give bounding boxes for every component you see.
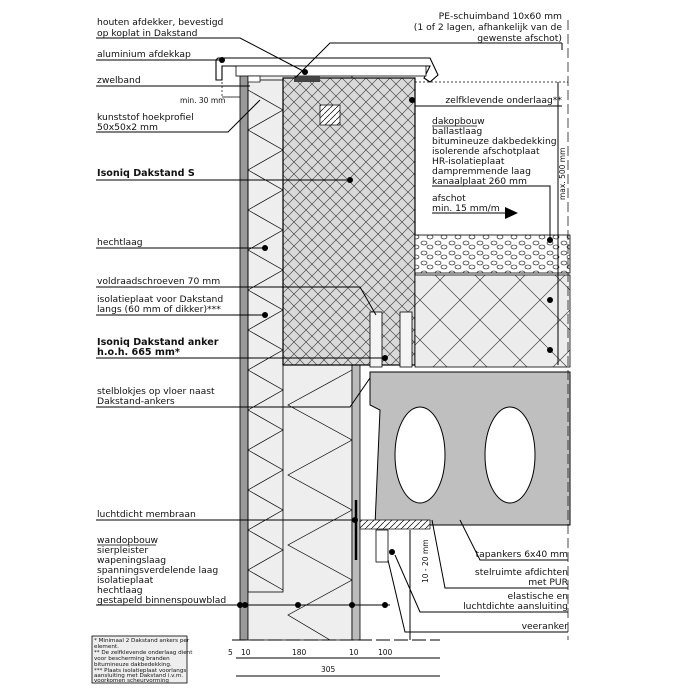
label-gap: 10 - 20 mm <box>421 539 430 583</box>
label-hoekprofiel-1: kunststof hoekprofiel <box>97 112 194 123</box>
label-dakopbouw-4: HR-isolatieplaat <box>432 156 505 167</box>
label-dakopbouw-6: kanaalplaat 260 mm <box>432 176 527 187</box>
dim-5: 5 <box>228 648 233 657</box>
footnote-line: voor bescherming branden <box>94 656 170 662</box>
label-houten-afdekker-2: op koplat in Dakstand <box>97 28 198 39</box>
right-labels: PE-schuimband 10x60 mm (1 of 2 lagen, af… <box>414 11 569 632</box>
footnote-line: element. <box>94 644 119 650</box>
footnote-line: *** Plaats isolatieplaat voorlangs <box>94 668 186 674</box>
label-elastische-1: elastische en <box>508 591 569 602</box>
label-wandopbouw-6: gestapeld binnenspouwblad <box>97 595 226 606</box>
label-pe-3: gewenste afschot) <box>477 33 562 44</box>
label-dakstand-s: Isoniq Dakstand S <box>97 168 195 179</box>
label-dakopbouw-5: dampremmende laag <box>432 166 531 177</box>
dim-305: 305 <box>321 665 336 674</box>
label-voldraad: voldraadschroeven 70 mm <box>97 276 220 287</box>
label-dakopbouw-0: dakopbouw <box>432 116 485 127</box>
label-elastische-2: luchtdichte aansluiting <box>463 601 568 612</box>
label-zelfklevend: zelfklevende onderlaag** <box>445 95 562 106</box>
right-leaders <box>294 42 568 640</box>
label-houten-afdekker-1: houten afdekker, bevestigd <box>97 17 223 28</box>
label-anker-2: h.o.h. 665 mm* <box>97 347 180 358</box>
label-luchtdicht: luchtdicht membraan <box>97 509 196 520</box>
dim-10a: 10 <box>241 648 251 657</box>
fixing-dots <box>219 57 553 608</box>
roof-cap <box>215 57 439 83</box>
dakstand-s-block <box>282 77 416 366</box>
label-aluminium-afdekkap: aluminium afdekkap <box>97 49 191 60</box>
left-labels: houten afdekker, bevestigd op koplat in … <box>97 17 226 606</box>
footnote-line: aansluiting met Dakstand i.v.m. <box>94 673 183 679</box>
label-zwelband: zwelband <box>97 75 141 86</box>
label-stelblokjes-2: Dakstand-ankers <box>97 396 175 407</box>
label-dakopbouw-3: isolerende afschotplaat <box>432 146 540 157</box>
label-dakopbouw-2: bitumineuze dakbedekking <box>432 136 557 147</box>
label-wandopbouw-4: isolatieplaat <box>97 575 154 586</box>
label-wandopbouw-2: wapeningslaag <box>97 555 166 566</box>
label-pe-2: (1 of 2 lagen, afhankelijk van de <box>414 22 563 33</box>
label-afschot-2: min. 15 mm/m <box>432 203 500 214</box>
label-min-30: min. 30 mm <box>180 96 225 105</box>
label-stelblokjes-1: stelblokjes op vloer naast <box>97 386 215 397</box>
dim-100: 100 <box>378 648 393 657</box>
label-isolatieplaat-1: isolatieplaat voor Dakstand <box>97 294 223 305</box>
footnote-line: ** De zelfklevende onderlaag dient <box>94 650 193 656</box>
hollow-core-slab <box>359 371 571 563</box>
footnote-line: * Minimaal 2 Dakstand ankers per <box>94 638 190 644</box>
label-wandopbouw-0: wandopbouw <box>97 535 159 546</box>
label-wandopbouw-1: sierpleister <box>97 545 148 556</box>
footnote-line: bitumineuze dakbedekking. <box>94 662 172 668</box>
label-hechtlaag: hechtlaag <box>97 237 143 248</box>
label-afschot-1: afschot <box>432 193 466 204</box>
label-wandopbouw-5: hechtlaag <box>97 585 143 596</box>
label-veeranker: veeranker <box>522 621 569 632</box>
label-anker-1: Isoniq Dakstand anker <box>97 337 219 348</box>
label-max-500: max. 500 mm <box>558 148 567 200</box>
label-isolatieplaat-2: langs (60 mm of dikker)*** <box>97 304 221 315</box>
vent-square <box>319 104 341 126</box>
footnotes-box: * Minimaal 2 Dakstand ankers per element… <box>91 635 193 684</box>
dim-180: 180 <box>292 648 307 657</box>
ballast-layer <box>414 234 571 274</box>
label-pe-1: PE-schuimband 10x60 mm <box>439 11 562 22</box>
label-hoekprofiel-2: 50x50x2 mm <box>97 122 158 133</box>
roof-insulation <box>414 274 571 368</box>
dimension-lines: 5 10 180 10 100 305 <box>228 639 440 677</box>
label-stelruimte-2: met PUR <box>528 577 568 588</box>
dim-10b: 10 <box>349 648 359 657</box>
label-dakopbouw-1: ballastlaag <box>432 126 482 137</box>
footnote-line: voorkomen scheurvorming <box>94 678 169 684</box>
label-wandopbouw-3: spanningsverdelende laag <box>97 565 218 576</box>
label-tapankers: tapankers 6x40 mm <box>476 549 568 560</box>
label-stelruimte-1: stelruimte afdichten <box>475 567 568 578</box>
